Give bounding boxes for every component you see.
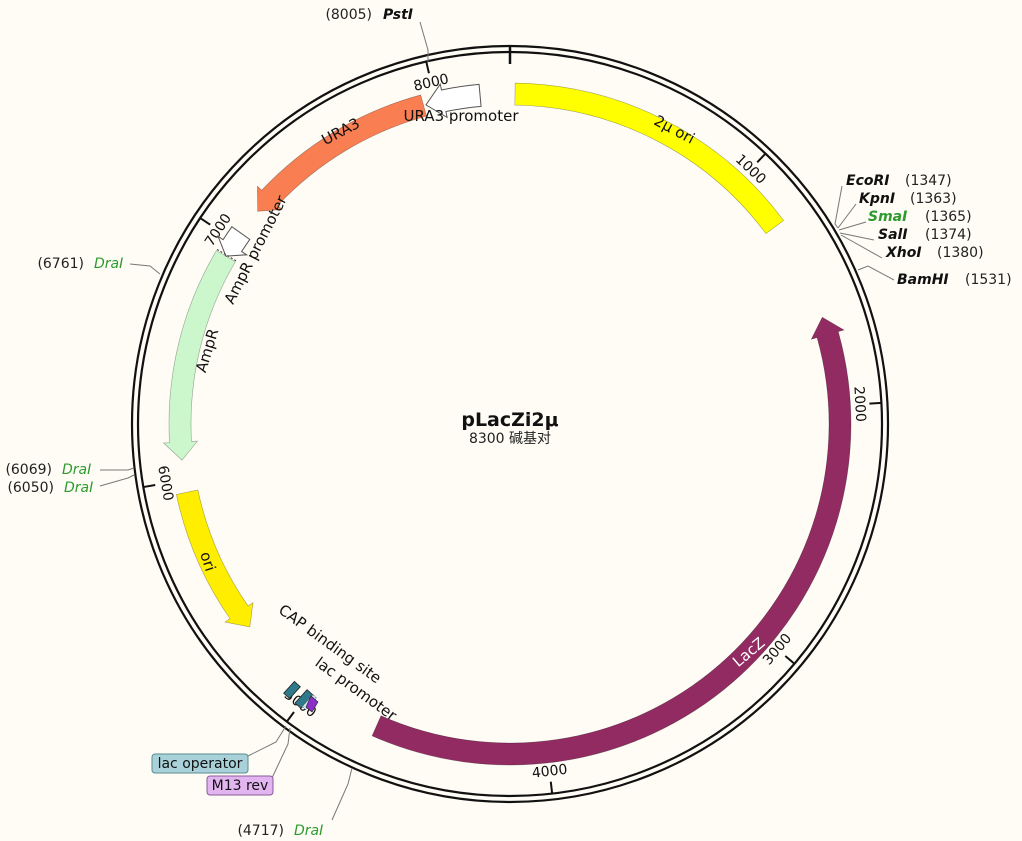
features bbox=[162, 82, 852, 766]
leader-sali bbox=[839, 232, 875, 241]
leader-ecori bbox=[834, 185, 843, 229]
feature-ampr-promoter bbox=[217, 226, 251, 257]
plasmid-name: pLacZi2μ bbox=[461, 409, 558, 431]
feature-label-ura3-promoter: URA3 promoter bbox=[404, 107, 520, 125]
site-position-xhoi: (1380) bbox=[937, 245, 984, 261]
site-position-psti: (8005) bbox=[325, 7, 372, 23]
m13-rev-box: M13 rev bbox=[206, 775, 274, 796]
feature-two-mu-ori bbox=[514, 82, 784, 234]
site-enzyme-smai: SmaI bbox=[868, 209, 907, 225]
leader-lac-operator bbox=[247, 725, 287, 757]
m13-rev-label: M13 rev bbox=[212, 778, 269, 794]
site-enzyme-ecori: EcoRI bbox=[846, 173, 889, 189]
tick-label-4000: 4000 bbox=[531, 762, 568, 782]
lac-operator-label: lac operator bbox=[158, 756, 243, 772]
tick-1000 bbox=[756, 152, 767, 164]
tick-3000 bbox=[784, 655, 796, 665]
site-enzyme-drai-6069: DraI bbox=[62, 462, 91, 478]
tick-5000 bbox=[286, 711, 295, 723]
plasmid-length: 8300 碱基对 bbox=[469, 430, 551, 447]
cap-binding-site-glyph bbox=[283, 680, 301, 700]
leader-bamhi bbox=[857, 265, 895, 281]
tick-6000 bbox=[143, 484, 156, 489]
site-position-ecori: (1347) bbox=[905, 173, 952, 189]
feature-ori bbox=[176, 489, 254, 628]
site-position-drai-6069: (6069) bbox=[5, 462, 52, 478]
leader-psti bbox=[419, 21, 429, 62]
leader-drai-6050 bbox=[99, 474, 135, 487]
leader-kpni bbox=[837, 203, 857, 229]
feature-lacz bbox=[371, 316, 852, 766]
site-position-kpni: (1363) bbox=[910, 191, 957, 207]
lac-operator-box: lac operator bbox=[151, 753, 249, 774]
leader-smai bbox=[838, 221, 867, 231]
site-position-drai-6761: (6761) bbox=[37, 256, 84, 272]
site-enzyme-bamhi: BamHI bbox=[897, 272, 949, 288]
tick-label-6000: 6000 bbox=[154, 464, 176, 502]
site-leaders bbox=[99, 21, 895, 821]
site-enzyme-psti: PstI bbox=[383, 7, 413, 23]
tick-4000 bbox=[549, 781, 554, 794]
leader-drai-6069 bbox=[100, 467, 135, 471]
site-enzyme-kpni: KpnI bbox=[859, 191, 895, 207]
feature-ampr bbox=[162, 250, 236, 461]
site-position-bamhi: (1531) bbox=[965, 272, 1012, 288]
leader-xhoi bbox=[840, 234, 883, 259]
site-position-smai: (1365) bbox=[925, 209, 972, 225]
site-labels: (8005) PstI EcoRI (1347) KpnI (1363) Sma… bbox=[5, 7, 1011, 839]
leader-m13-rev bbox=[271, 727, 291, 779]
leader-drai-6761 bbox=[129, 263, 161, 275]
site-enzyme-drai-6761: DraI bbox=[94, 256, 123, 272]
site-position-drai-4717: (4717) bbox=[237, 823, 284, 839]
tick-label-2000: 2000 bbox=[850, 386, 868, 423]
lac-region-glyphs bbox=[283, 680, 319, 713]
site-position-sali: (1374) bbox=[925, 227, 972, 243]
site-enzyme-drai-6050: DraI bbox=[64, 480, 93, 496]
tick-2000 bbox=[869, 401, 882, 405]
site-position-drai-6050: (6050) bbox=[7, 480, 54, 496]
m13-rev-glyph bbox=[305, 695, 319, 713]
site-enzyme-drai-4717: DraI bbox=[294, 823, 323, 839]
leader-drai-4717 bbox=[331, 767, 353, 821]
feature-label-ori: ori bbox=[196, 549, 219, 573]
tick-7000 bbox=[199, 217, 211, 226]
feature-ura3 bbox=[257, 94, 427, 212]
tick-8000 bbox=[425, 61, 430, 74]
site-enzyme-sali: SalI bbox=[878, 227, 908, 243]
feature-ura3-promoter bbox=[425, 82, 482, 119]
site-enzyme-xhoi: XhoI bbox=[885, 245, 922, 261]
